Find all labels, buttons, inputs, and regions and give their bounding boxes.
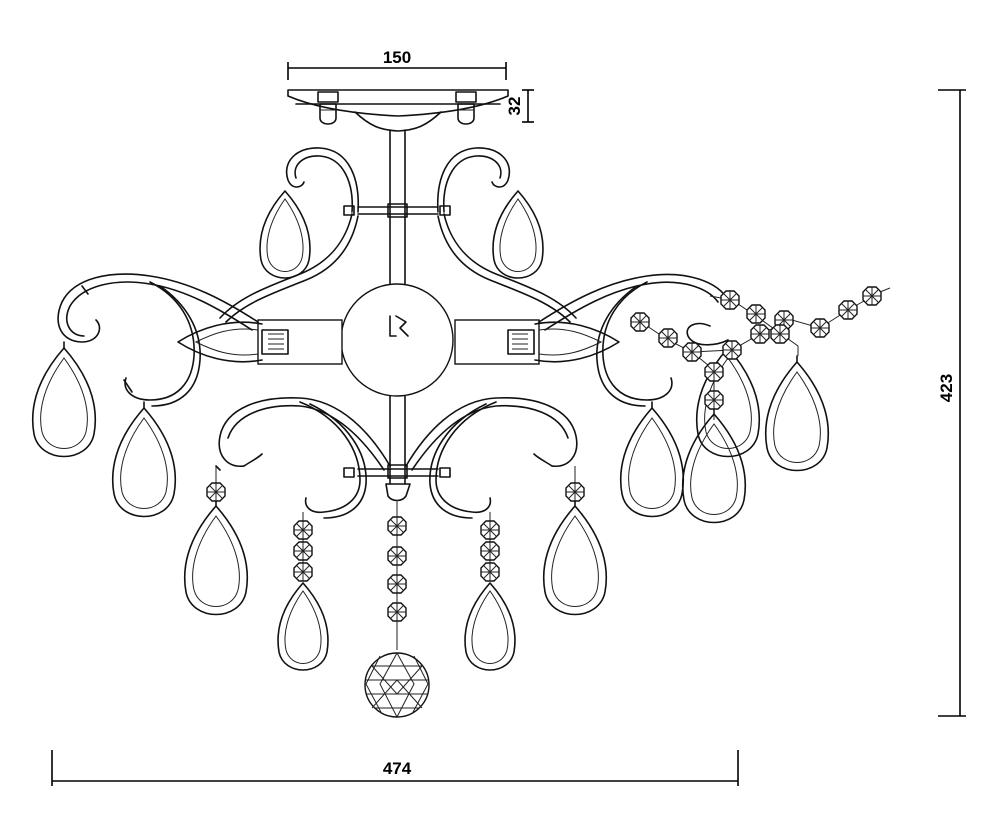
dim-total-width-label: 474 xyxy=(383,759,412,778)
central-rod xyxy=(343,129,451,502)
dim-plate-height-label: 32 xyxy=(505,97,524,116)
left-candle xyxy=(177,319,343,365)
central-sphere xyxy=(340,283,454,397)
dimension-plate-height xyxy=(522,89,534,123)
dim-top-width-label: 150 xyxy=(383,48,411,67)
right-arms xyxy=(405,147,729,519)
crystal-drops xyxy=(31,190,830,671)
left-arms xyxy=(57,147,391,519)
right-candle xyxy=(454,319,620,365)
dimension-top-width xyxy=(287,62,507,80)
crystal-ball xyxy=(364,652,430,718)
dim-total-height-label: 423 xyxy=(937,374,956,402)
dimension-total-height xyxy=(938,89,966,717)
bead-strands xyxy=(206,286,891,650)
ceiling-plate xyxy=(287,89,509,132)
dimension-total-width xyxy=(51,750,739,786)
